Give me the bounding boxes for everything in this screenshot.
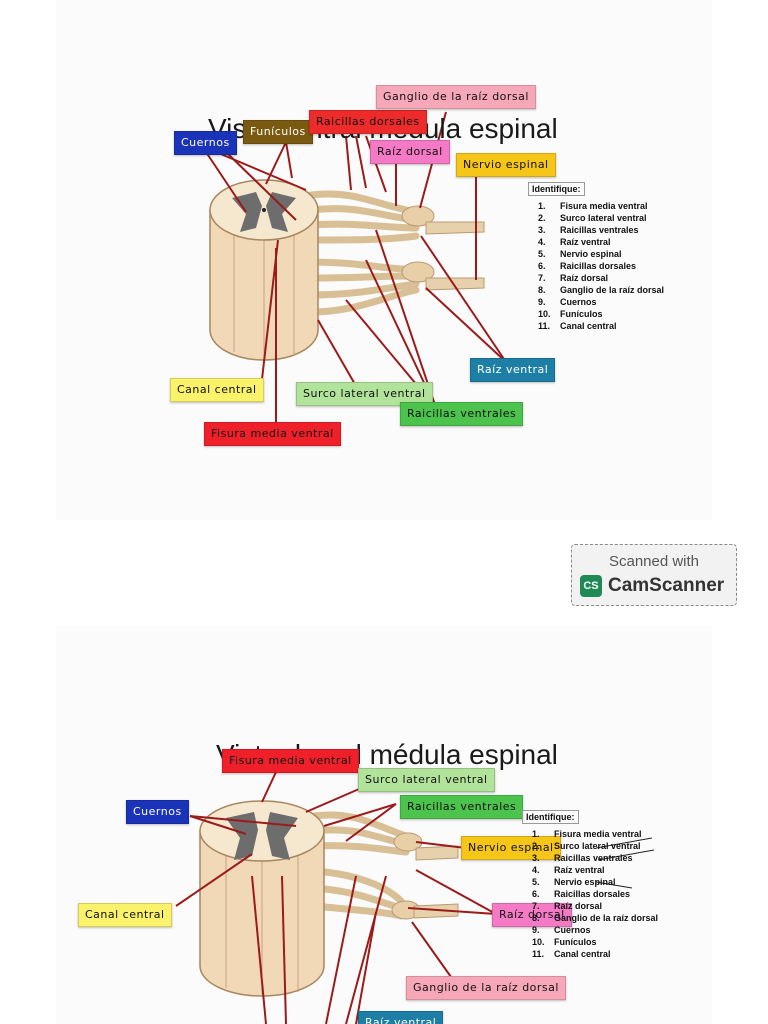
- list-item: 11.Canal central: [532, 949, 611, 959]
- label-raiz-dorsal: Raíz dorsal: [492, 903, 572, 927]
- label-raicillas-dorsales: Raicillas dorsales: [309, 110, 427, 134]
- ganglion-lower: [401, 261, 435, 283]
- list-item: 4.Raíz ventral: [532, 865, 605, 875]
- list-item: 5.Nervio espinal: [538, 249, 622, 259]
- spinal-nerve-lower: [413, 903, 459, 919]
- list-item: 10.Funículos: [538, 309, 603, 319]
- list-item: 2.Surco lateral ventral: [532, 841, 641, 851]
- label-funiculos: Funículos: [243, 120, 313, 144]
- list-item: 1.Fisura media ventral: [532, 829, 642, 839]
- label-raiz-ventral: Raíz ventral: [358, 1011, 444, 1024]
- label-cuernos: Cuernos: [126, 800, 189, 824]
- label-nervio-espinal: Nervio espinal: [456, 153, 556, 177]
- nerve-roots: [307, 190, 420, 316]
- label-ganglio: Ganglio de la raíz dorsal: [376, 85, 536, 109]
- label-raiz-dorsal: Raíz dorsal: [370, 140, 450, 164]
- label-surco-lateral: Surco lateral ventral: [358, 768, 495, 792]
- cord-cross-section: [199, 800, 325, 862]
- identify-list-top: Identifique: 1.Fisura media ventral 2.Su…: [528, 182, 664, 332]
- list-item: 10.Funículos: [532, 937, 597, 947]
- label-cuernos: Cuernos: [174, 131, 237, 155]
- identify-list-bottom: Identifique: 1.Fisura media ventral 2.Su…: [522, 810, 658, 960]
- list-item: 6.Raicillas dorsales: [538, 261, 637, 271]
- dorsal-view-sheet: Vista dorsal médula espinal Fisura media…: [56, 626, 712, 1024]
- label-nervio-espinal: Nervio espinal: [461, 836, 561, 860]
- label-raicillas-ventrales: Raicillas ventrales: [400, 795, 524, 819]
- list-item: 7.Raíz dorsal: [532, 901, 603, 911]
- list-item: 7.Raíz dorsal: [538, 273, 609, 283]
- label-raicillas-ventrales: Raicillas ventrales: [400, 402, 524, 426]
- list-item: 11.Canal central: [538, 321, 617, 331]
- label-ganglio: Ganglio de la raíz dorsal: [406, 976, 566, 1000]
- label-fisura: Fisura media ventral: [222, 749, 359, 773]
- label-surco-lateral: Surco lateral ventral: [296, 382, 433, 406]
- list-item: 5.Nervio espinal: [532, 877, 616, 887]
- identify-title: Identifique:: [528, 182, 585, 196]
- list-item: 9.Cuernos: [538, 297, 597, 307]
- identify-title: Identifique:: [522, 810, 579, 824]
- list-item: 3.Raicillas ventrales: [532, 853, 633, 863]
- camscanner-logo-icon: CS: [580, 575, 602, 597]
- list-item: 8.Ganglio de la raíz dorsal: [538, 285, 665, 295]
- spinal-nerve-upper: [415, 845, 459, 861]
- label-fisura: Fisura media ventral: [204, 422, 341, 446]
- gray-matter-left: [226, 812, 258, 860]
- spinal-nerve-lower: [425, 277, 485, 291]
- scanner-caption: Scanned with: [608, 553, 700, 570]
- label-canal-central: Canal central: [170, 378, 264, 402]
- gray-matter-right: [266, 192, 296, 232]
- list-item: 3.Raicillas ventrales: [538, 225, 639, 235]
- label-canal-central: Canal central: [78, 903, 172, 927]
- spinal-nerve-upper: [425, 221, 485, 235]
- camscanner-watermark: Scanned with CS CamScanner: [571, 544, 737, 606]
- label-arrows: [175, 771, 497, 1024]
- scanner-brand: CamScanner: [608, 575, 725, 596]
- label-raiz-ventral: Raíz ventral: [470, 358, 556, 382]
- strike-marks: [595, 837, 655, 889]
- dorsal-spinal-cord-diagram: [175, 771, 655, 1024]
- list-item: 2.Surco lateral ventral: [538, 213, 647, 223]
- list-item: 6.Raicillas dorsales: [532, 889, 631, 899]
- list-item: 4.Raíz ventral: [538, 237, 611, 247]
- list-item: 9.Cuernos: [532, 925, 591, 935]
- identify-items: 1.Fisura media ventral 2.Surco lateral v…: [522, 828, 658, 960]
- list-item: 8.Ganglio de la raíz dorsal: [532, 913, 659, 923]
- central-canal-dot: [262, 208, 266, 212]
- ganglion-upper: [401, 205, 435, 227]
- ventral-spinal-cord-diagram: [205, 111, 507, 430]
- list-item: 1.Fisura media ventral: [538, 201, 648, 211]
- ventral-view-sheet: Vista ventral médula espinal Cuernos Fun…: [56, 0, 712, 520]
- identify-items: 1.Fisura media ventral 2.Surco lateral v…: [528, 200, 664, 332]
